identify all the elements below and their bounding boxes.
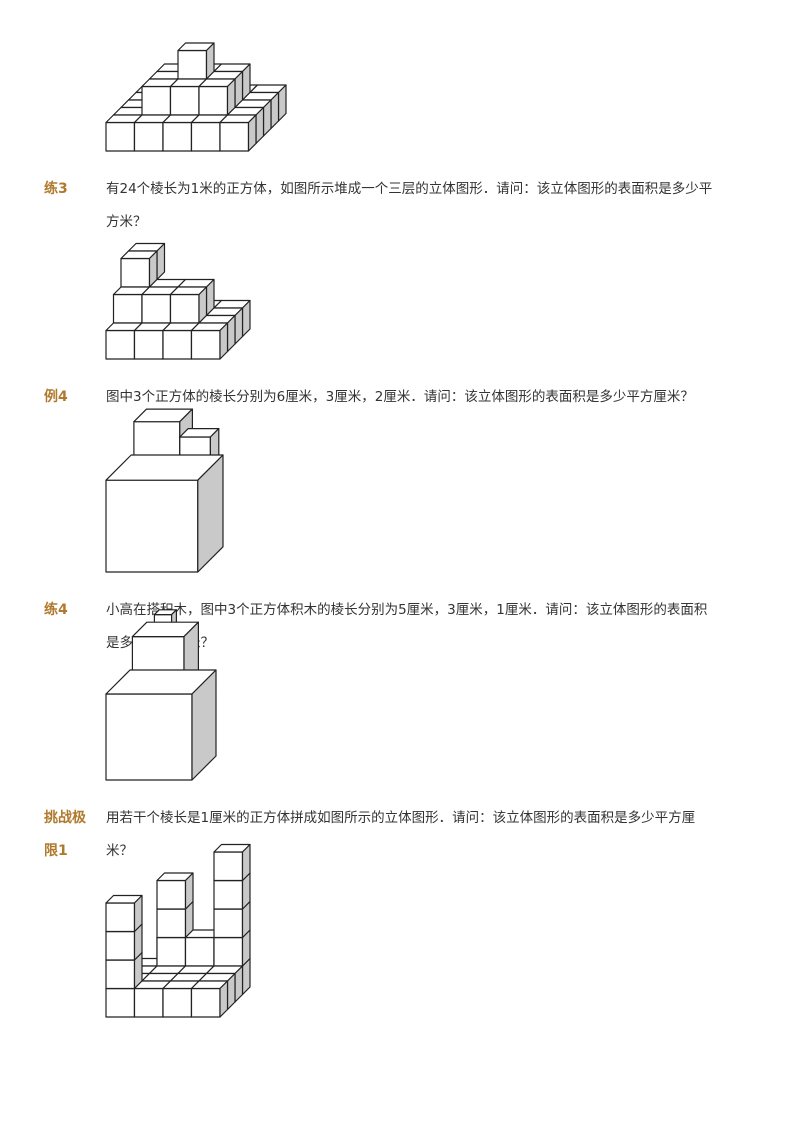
problem-label-li4: 例4: [44, 389, 68, 405]
cube-front-face: [133, 987, 164, 1018]
problem-label-lian4: 练4: [44, 602, 68, 618]
cube-front-face: [184, 936, 215, 967]
cube-front-face: [105, 959, 136, 990]
problem-label-lian3: 练3: [44, 181, 68, 197]
cube-side-face: [197, 454, 224, 573]
problem-text-challenge1: 用若干个棱长是1厘米的正方体拼成如图所示的立体图形．请问：该立体图形的表面积是多…: [106, 810, 696, 859]
cube-front-face: [213, 936, 244, 967]
problem-label-challenge1: 挑战极 限1: [44, 810, 86, 859]
cube-side-face: [219, 322, 229, 360]
cube-front-face: [156, 879, 187, 910]
cube-front-face: [213, 908, 244, 939]
three-stacked-cubes-figure: [105, 408, 224, 573]
cube-side-face: [191, 669, 217, 781]
cube-side-face: [219, 980, 229, 1018]
cube-front-face: [156, 936, 187, 967]
cube-front-face: [213, 851, 244, 882]
cube-side-face: [133, 894, 143, 933]
three-layer-cube-figure: [105, 242, 251, 360]
cube-front-face: [105, 987, 136, 1018]
cube-front-face: [105, 930, 136, 961]
cube-front-face: [162, 987, 193, 1018]
cube-side-face: [247, 114, 257, 152]
cube-side-face: [184, 872, 194, 910]
cube-front-face: [213, 879, 244, 910]
cube-side-face: [241, 843, 251, 882]
problem-text-lian3: 有24个棱长为1米的正方体，如图所示堆成一个三层的立体图形．请问：该立体图形的表…: [106, 181, 713, 230]
cube-front-face: [190, 987, 221, 1018]
problem-text-li4: 图中3个正方体的棱长分别为6厘米，3厘米，2厘米．请问：该立体图形的表面积是多少…: [106, 389, 694, 405]
cube-front-face: [156, 908, 187, 939]
building-blocks-figure: [105, 609, 217, 781]
u-shaped-cube-figure: [105, 843, 251, 1018]
pyramid-cube-figure: [105, 42, 287, 152]
cube-front-face: [105, 902, 136, 933]
